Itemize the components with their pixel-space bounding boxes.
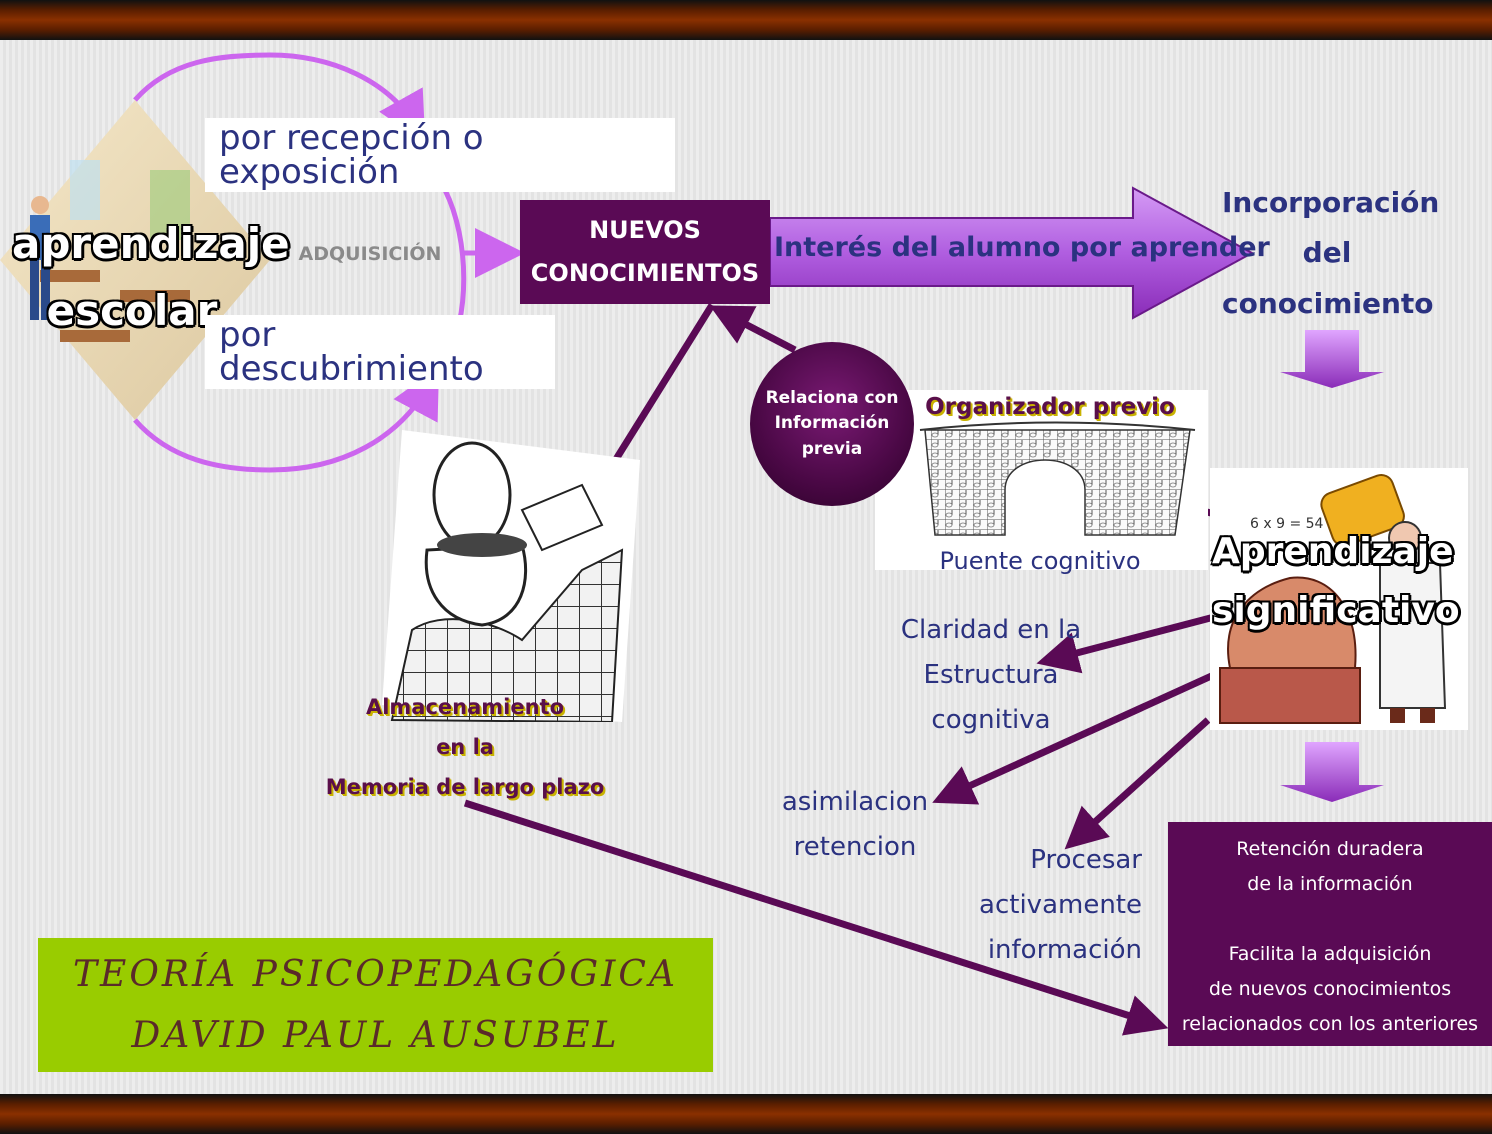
bridge-label: Puente cognitivo	[939, 547, 1141, 575]
relates-line1: Relaciona con	[765, 387, 899, 408]
relates-prior-info-circle: Relaciona con Información previa	[750, 342, 914, 506]
clarity-line3: cognitiva	[931, 704, 1051, 735]
incorporation-line1: Incorporación	[1222, 186, 1440, 219]
assimilation-line2: retencion	[793, 831, 917, 862]
process-label: Procesar activamente información	[972, 838, 1142, 973]
interest-label: Interés del alumno por aprender	[774, 232, 1270, 263]
memory-line3: Memoria de largo plazo	[325, 774, 605, 799]
school-learning-line1: aprendizaje	[12, 219, 290, 268]
incorporation-line3: conocimiento	[1222, 286, 1434, 320]
result-line5: relacionados con los anteriores	[1181, 1013, 1479, 1035]
organizer-label: Organizador previo	[925, 394, 1175, 420]
meaningful-learning-title: Aprendizaje significativo	[1212, 522, 1460, 641]
meaningful-line1: Aprendizaje	[1212, 531, 1454, 572]
svg-text:3 + 4 = 7: 3 + 4 = 7	[1240, 542, 1298, 556]
theory-title-box: TEORÍA PSICOPEDAGÓGICA DAVID PAUL AUSUBE…	[38, 938, 713, 1072]
interest-arrow	[769, 186, 1255, 320]
result-line1: Retención duradera	[1236, 838, 1424, 860]
result-line2: de la información	[1247, 873, 1413, 895]
memory-line1: Almacenamiento	[365, 695, 565, 719]
memory-line2: en la	[436, 734, 494, 759]
result-line3: Facilita la adquisición	[1228, 943, 1432, 965]
process-line1: Procesar	[1030, 845, 1142, 875]
assimilation-label: asimilacion retencion	[770, 780, 940, 870]
clarity-label: Claridad en la Estructura cognitiva	[885, 608, 1097, 743]
new-knowledge-line1: NUEVOS	[589, 215, 701, 244]
relates-line2: Información	[774, 413, 890, 434]
process-line3: información	[987, 934, 1142, 965]
result-spacer	[1168, 902, 1492, 937]
new-knowledge-box: NUEVOS CONOCIMIENTOS	[520, 200, 770, 304]
reception-box: por recepción o exposición	[205, 118, 675, 192]
new-knowledge-line2: CONOCIMIENTOS	[530, 259, 760, 287]
svg-text:6 x 9 = 54: 6 x 9 = 54	[1250, 516, 1324, 532]
clarity-line1: Claridad en la	[900, 615, 1082, 645]
memory-label: Almacenamiento en la Memoria de largo pl…	[320, 688, 610, 808]
result-line4: de nuevos conocimientos	[1208, 978, 1452, 1000]
school-learning-title: aprendizaje escolar	[12, 210, 290, 344]
discovery-box: por descubrimiento	[205, 315, 555, 389]
classroom-illustration	[0, 100, 270, 420]
incorporation-line2: del	[1302, 236, 1352, 270]
top-decorative-bar	[0, 0, 1492, 40]
meaningful-line2: significativo	[1212, 590, 1460, 632]
theory-line: TEORÍA PSICOPEDAGÓGICA	[73, 953, 678, 995]
memory-illustration	[382, 430, 640, 724]
incorporation-label: Incorporación del conocimiento	[1222, 178, 1440, 329]
professor-illustration: 6 x 9 = 54 3 + 4 = 7	[1210, 468, 1468, 730]
assimilation-line1: asimilacion	[781, 787, 929, 817]
acquisition-label: ADQUISICIÓN	[298, 243, 442, 265]
bottom-decorative-bar	[0, 1094, 1492, 1134]
result-box: Retención duradera de la información Fac…	[1168, 822, 1492, 1046]
bridge-illustration	[875, 390, 1208, 570]
school-learning-line2: escolar	[46, 286, 218, 336]
relates-line3: previa	[801, 438, 863, 459]
process-line2: activamente	[979, 889, 1142, 920]
clarity-line2: Estructura	[923, 659, 1059, 690]
author-line: DAVID PAUL AUSUBEL	[131, 1015, 620, 1056]
